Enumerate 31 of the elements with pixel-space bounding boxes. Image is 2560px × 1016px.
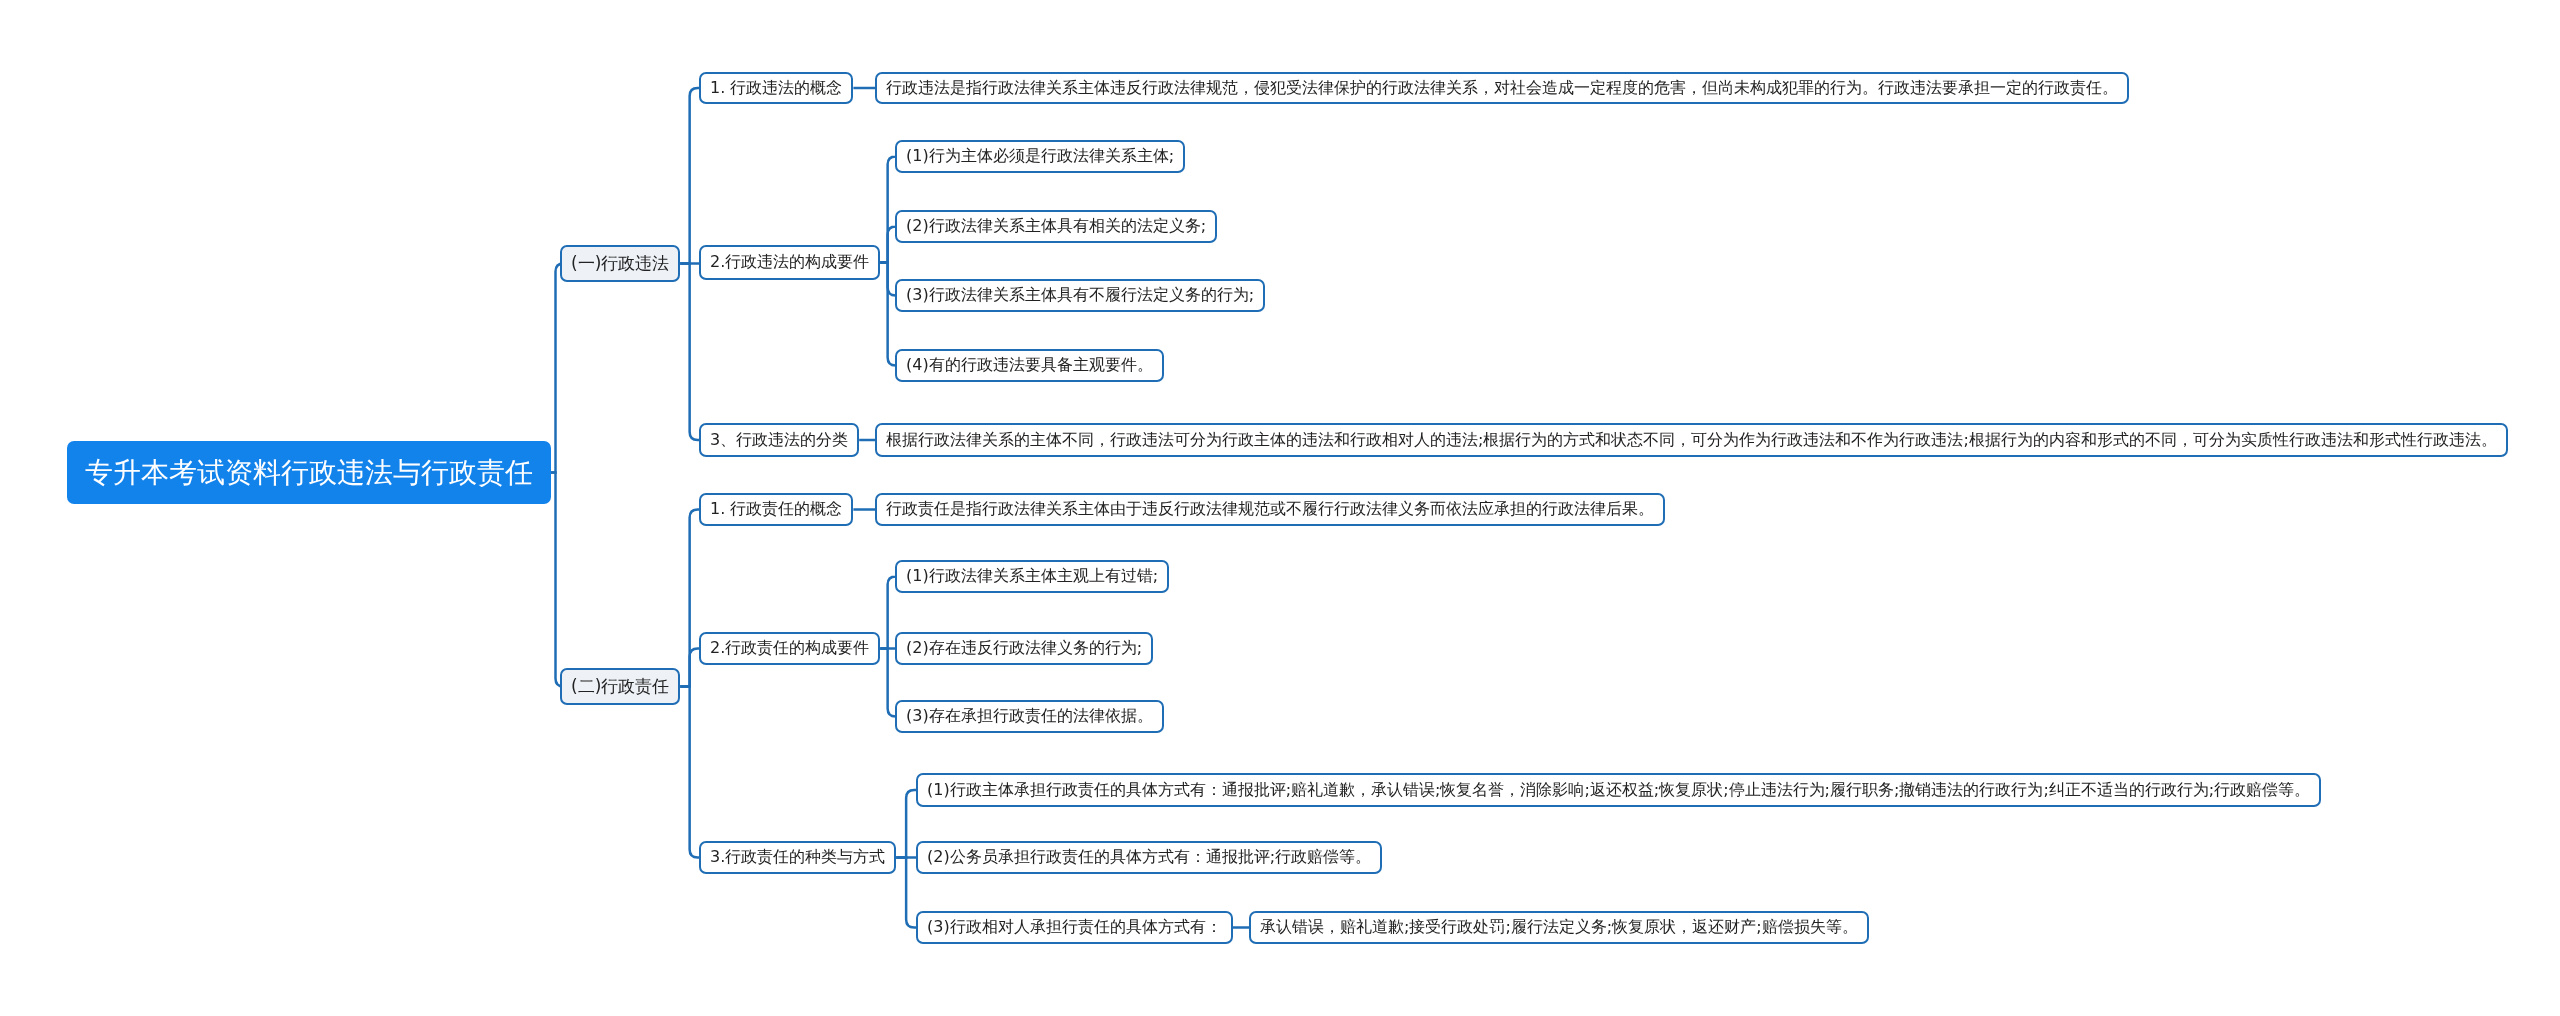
topic-box: (3)行政法律关系主体具有不履行法定义务的行为; bbox=[895, 279, 1266, 312]
connector bbox=[896, 856, 917, 929]
topic-box: 1. 行政违法的概念 bbox=[699, 72, 854, 104]
topic-box: 1. 行政责任的概念 bbox=[699, 493, 854, 526]
connector bbox=[853, 508, 875, 511]
topic-box: 行政责任是指行政法律关系主体由于违反行政法律规范或不履行行政法律义务而依法应承担的行政法律后果。 bbox=[875, 493, 1665, 526]
topic-box: (4)有的行政违法要具备主观要件。 bbox=[895, 349, 1164, 382]
topic-box: (3)存在承担行政责任的法律依据。 bbox=[895, 700, 1164, 733]
topic-box: (1)行为主体必须是行政法律关系主体; bbox=[895, 140, 1186, 173]
topic-box: (1)行政主体承担行政责任的具体方式有：通报批评;赔礼道歉，承认错误;恢复名誉，消除影响;返还权益;恢复原状;停止违法行为;履行职务;撤销违法的行政行为;纠正不适当的行政行为;行政赔偿等。 bbox=[916, 773, 2322, 807]
connector bbox=[880, 647, 897, 718]
topic-box: (1)行政法律关系主体主观上有过错; bbox=[895, 560, 1170, 593]
topic-box: (2)公务员承担行政责任的具体方式有：通报批评;行政赔偿等。 bbox=[916, 841, 1383, 874]
branch-topic-box: (一)行政违法 bbox=[560, 245, 681, 282]
topic-box: 行政违法是指行政法律关系主体违反行政法律规范，侵犯受法律保护的行政法律关系，对社会造成一定程度的危害，但尚未构成犯罪的行为。行政违法要承担一定的行政责任。 bbox=[875, 72, 2129, 104]
connector bbox=[680, 685, 700, 859]
topic-box: 3、行政违法的分类 bbox=[699, 423, 860, 457]
connector bbox=[680, 262, 700, 442]
connector bbox=[853, 86, 875, 90]
topic-box: 2.行政责任的构成要件 bbox=[699, 632, 881, 665]
topic-box: (2)行政法律关系主体具有相关的法定义务; bbox=[895, 210, 1218, 243]
topic-box: (2)存在违反行政法律义务的行为; bbox=[895, 632, 1154, 665]
topic-box: 根据行政法律关系的主体不同，行政违法可分为行政主体的违法和行政相对人的违法;根据行为的方式和状态不同，可分为作为行政违法和不作为行政违法;根据行为的内容和形式的不同，可分为实质性行政违法和形式性行政违法。 bbox=[875, 423, 2508, 457]
connector bbox=[1232, 926, 1249, 929]
topic-box: 承认错误，赔礼道歉;接受行政处罚;履行法定义务;恢复原状，返还财产;赔偿损失等。 bbox=[1249, 911, 1869, 944]
topic-box: (3)行政相对人承担行责任的具体方式有： bbox=[916, 911, 1233, 944]
topic-box: 2.行政违法的构成要件 bbox=[699, 245, 881, 280]
root-topic-box: 专升本考试资料行政违法与行政责任 bbox=[67, 441, 551, 504]
branch-topic-box: (二)行政责任 bbox=[560, 668, 681, 705]
connector bbox=[880, 261, 897, 367]
topic-box: 3.行政责任的种类与方式 bbox=[699, 841, 897, 874]
